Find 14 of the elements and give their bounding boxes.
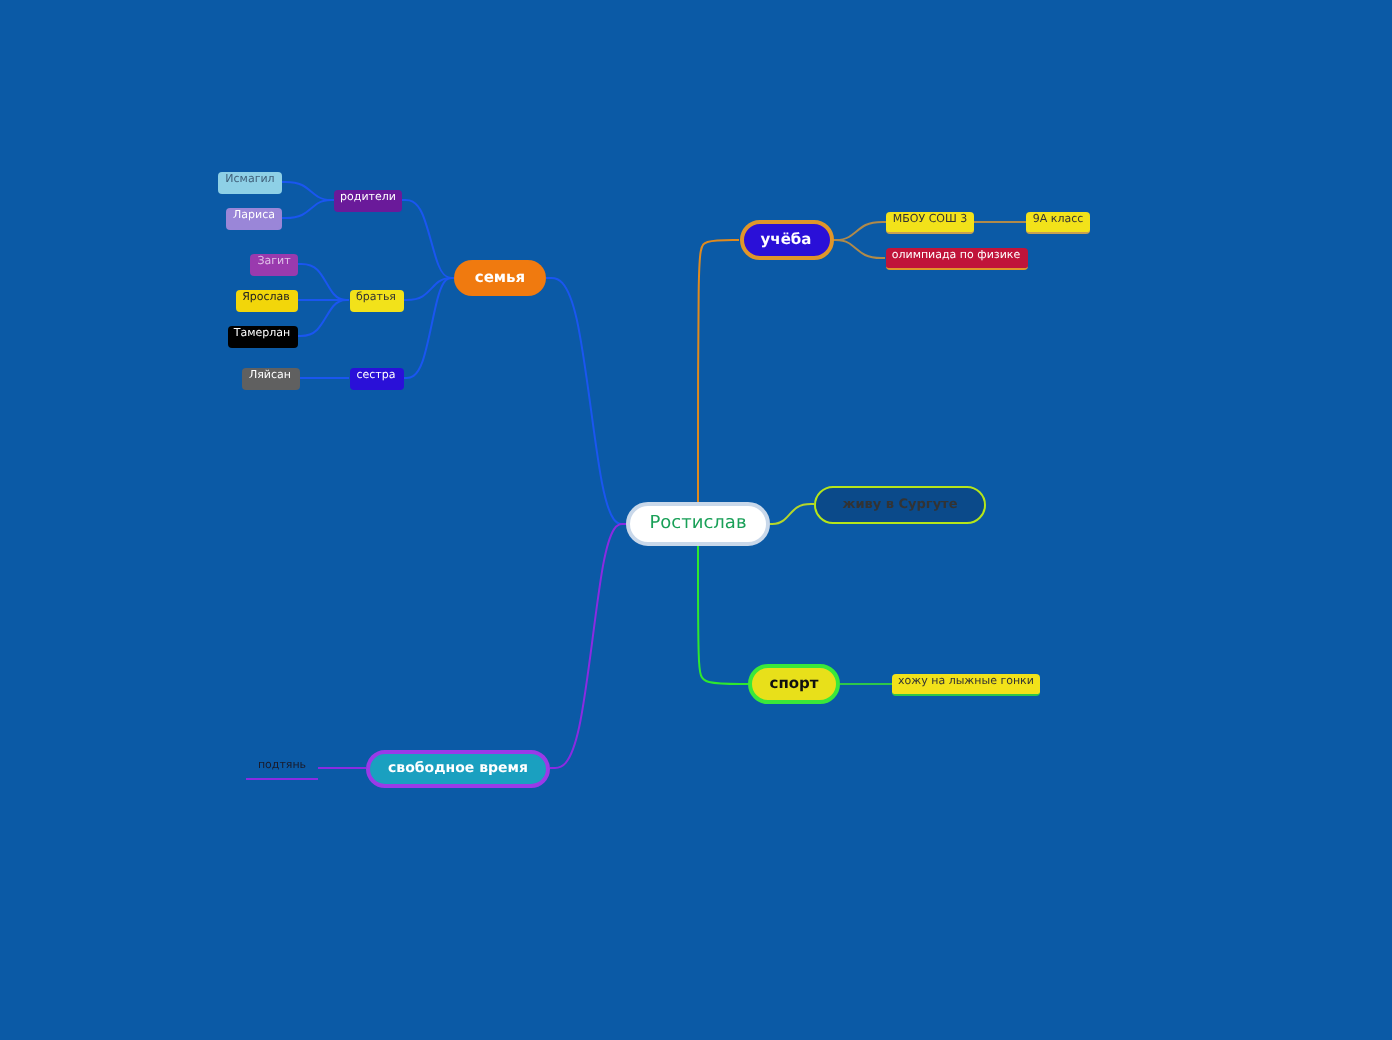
connector-line [296, 299, 350, 337]
connector-line [697, 545, 749, 685]
connector-line [769, 503, 815, 525]
central-topic: Ростислав [626, 502, 770, 546]
connector-line [298, 377, 350, 379]
connector-line [973, 221, 1027, 223]
connector-line [549, 523, 627, 769]
connector-line [697, 239, 740, 503]
connector-line [402, 277, 455, 301]
connector-line [317, 767, 367, 769]
connector-line [839, 683, 893, 685]
connector-line [402, 277, 455, 379]
connector-line [281, 199, 335, 219]
connector-line [832, 239, 886, 259]
